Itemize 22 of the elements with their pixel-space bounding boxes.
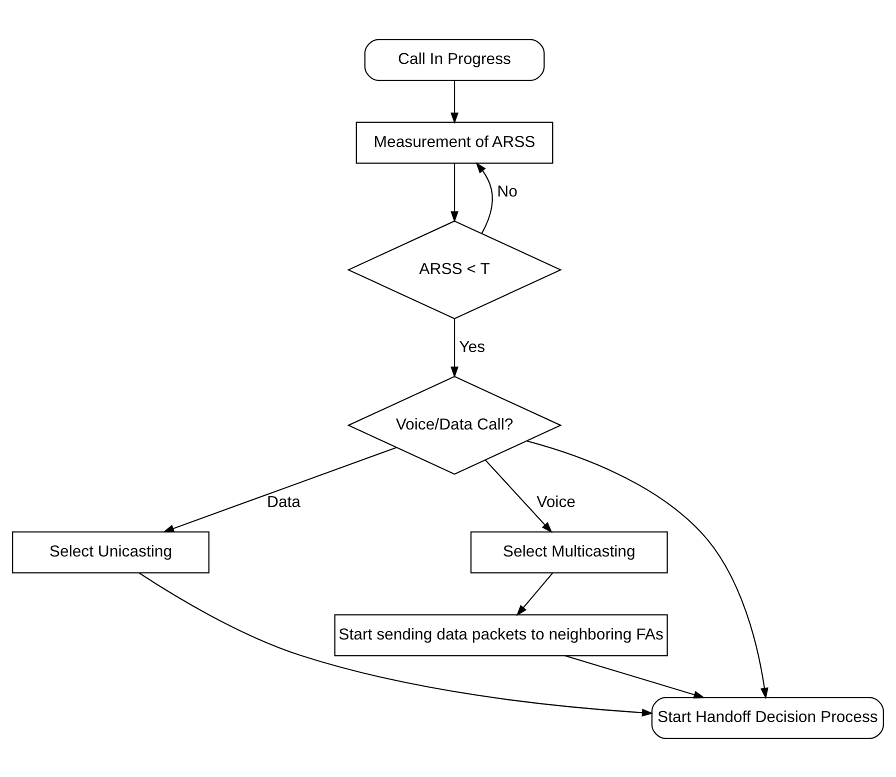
node-box: Call In Progress: [364, 38, 545, 80]
node-box: Measurement of ARSS: [356, 121, 554, 164]
node-box: Start Handoff Decision Process: [651, 696, 884, 739]
node-diamond: Voice/Data Call?: [347, 375, 562, 474]
arrow: [450, 162, 458, 222]
edge-label: Yes: [459, 338, 486, 356]
node-box: Select Multicasting: [470, 530, 668, 573]
arrow: [450, 318, 458, 378]
arrow: [526, 440, 768, 699]
edge-label: Voice: [536, 494, 576, 511]
arrow: [516, 572, 554, 616]
node-box: Select Unicasting: [12, 530, 210, 573]
edge-label: No: [497, 182, 518, 200]
arrow: [476, 162, 493, 234]
arrow: [138, 572, 654, 716]
arrow: [450, 80, 458, 124]
node-box: Start sending data packets to neighboring FAs: [334, 614, 668, 656]
node-diamond: ARSS < T: [347, 220, 562, 319]
arrow: [485, 459, 552, 533]
edge-label: Data: [266, 494, 301, 511]
arrow: [564, 654, 706, 698]
arrow: [162, 446, 397, 532]
